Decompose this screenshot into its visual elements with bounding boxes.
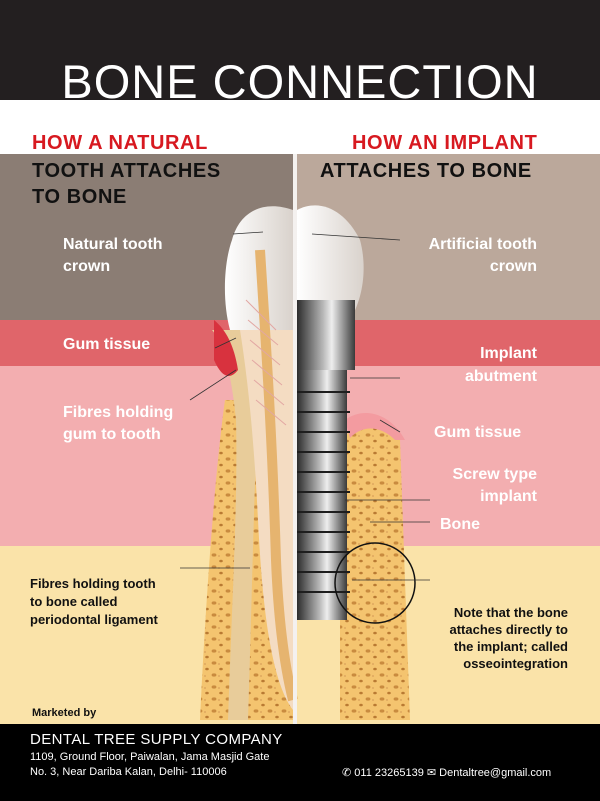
label-natural-crown-1: Natural tooth	[63, 236, 163, 253]
implant-graphic	[297, 205, 416, 720]
email-icon: ✉	[426, 767, 437, 779]
label-natural-crown-2: crown	[63, 258, 111, 275]
bone-right	[340, 425, 410, 720]
right-heading-red: HOW AN IMPLANT	[352, 132, 538, 154]
implant-abutment	[297, 300, 355, 370]
label-ligament-2: to bone called	[30, 594, 118, 609]
screw-implant	[297, 370, 347, 620]
phone-number: 011 23265139	[354, 767, 424, 779]
label-bone: Bone	[440, 516, 480, 533]
label-note-1: Note that the bone	[453, 605, 568, 620]
address-line-1: 1109, Ground Floor, Paiwalan, Jama Masji…	[30, 751, 270, 763]
label-gum-right: Gum tissue	[434, 424, 522, 441]
left-heading-red: HOW A NATURAL	[32, 132, 208, 154]
label-note-2: attaches directly to	[449, 622, 569, 637]
left-heading-line2: TOOTH ATTACHES	[32, 160, 221, 182]
page-title: BONE CONNECTION	[61, 55, 539, 108]
label-abutment-2: abutment	[465, 368, 537, 385]
phone-icon: ✆	[342, 767, 352, 779]
gum-left	[214, 320, 238, 376]
marketed-by-label: Marketed by	[32, 707, 97, 719]
label-gum-left: Gum tissue	[63, 336, 151, 353]
osseointegration-circle	[334, 542, 416, 624]
company-name: DENTAL TREE SUPPLY COMPANY	[30, 731, 283, 748]
label-screw-1: Screw type	[452, 466, 537, 483]
label-fibres-1: Fibres holding	[63, 404, 174, 421]
natural-tooth-graphic	[200, 206, 298, 720]
pulp-canal	[255, 249, 298, 702]
label-note-3: the implant; called	[453, 639, 568, 654]
address-line-2: No. 3, Near Dariba Kalan, Delhi- 110006	[30, 766, 227, 778]
ligament-layer	[212, 330, 258, 720]
label-fibres-2: gum to tooth	[63, 426, 161, 443]
right-heading-line2: ATTACHES TO BONE	[320, 160, 532, 182]
footer	[0, 724, 600, 801]
label-note-4: osseointegration	[463, 656, 568, 671]
contact-row: ✆ 011 23265139 ✉ Dentaltree@gmail.com	[342, 766, 551, 779]
gum-right	[345, 412, 405, 440]
panel-divider	[293, 154, 297, 724]
label-screw-2: implant	[480, 488, 537, 505]
label-ligament-1: Fibres holding tooth	[30, 576, 156, 591]
label-artificial-crown-2: crown	[489, 258, 537, 275]
label-ligament-3: periodontal ligament	[30, 612, 158, 627]
email-address: Dentaltree@gmail.com	[439, 767, 552, 779]
title-bar	[0, 0, 600, 100]
annotation-lines	[180, 231, 430, 581]
label-artificial-crown-1: Artificial tooth	[428, 236, 537, 253]
label-abutment-1: Implant	[480, 345, 537, 362]
left-heading-line3: TO BONE	[32, 186, 127, 208]
